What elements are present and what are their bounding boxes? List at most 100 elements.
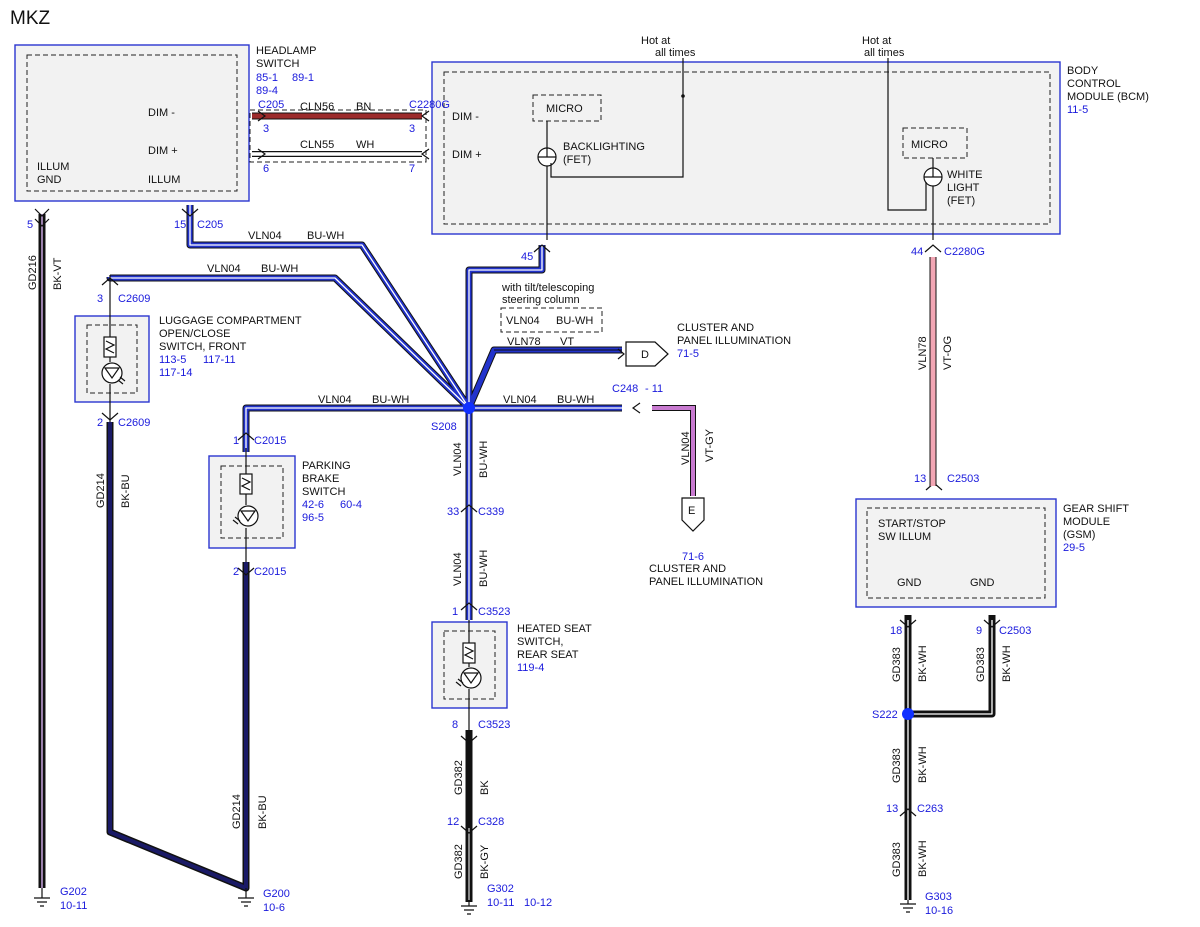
g302-label: G302 (487, 883, 514, 895)
wire-gd383-d-circuit: GD383 (891, 842, 903, 877)
cluster-d-connector (617, 341, 669, 367)
g200-ref: 10-6 (263, 902, 285, 914)
g200-label: G200 (263, 888, 290, 900)
bcm-pin-dim-minus: DIM - (452, 111, 479, 123)
heated-seat-name-1: HEATED SEAT (517, 623, 592, 635)
g303-ref: 10-16 (925, 905, 953, 917)
bcm-hot-2-line-2: all times (864, 47, 905, 59)
pin-44: 44 (911, 246, 923, 258)
c2503-b-label: C2503 (999, 625, 1031, 637)
wire-vln78-gsm-color: VT-OG (942, 336, 954, 370)
wire-vln04-lug-circuit: VLN04 (207, 263, 241, 275)
c2609-b-label: C2609 (118, 417, 150, 429)
headlamp-switch-ref-1: 85-1 (256, 72, 278, 84)
pin-18: 18 (890, 625, 902, 637)
pin-2b: 2 (233, 566, 239, 578)
g302-ref-1: 10-11 (487, 897, 514, 909)
bcm-name-3: MODULE (BCM) (1067, 91, 1149, 103)
cluster-e-name-1: CLUSTER AND (649, 563, 726, 575)
heated-seat-name-3: REAR SEAT (517, 649, 579, 661)
c248-label: C248 (612, 383, 638, 395)
heated-seat-switch (431, 620, 508, 730)
bcm-white-light-1: WHITE (947, 169, 982, 181)
pin-2a: 2 (97, 417, 103, 429)
wire-gd214-a-circuit: GD214 (95, 473, 107, 508)
bcm-backlighting-2: (FET) (563, 154, 591, 166)
page-title: MKZ (10, 8, 51, 29)
c2503-a-label: C2503 (947, 473, 979, 485)
g302-ref-2: 10-12 (524, 897, 552, 909)
splice-s222 (902, 708, 914, 720)
parking-brake-ref-2: 60-4 (340, 499, 362, 511)
wire-vln04-c248-circuit: VLN04 (503, 394, 537, 406)
cluster-e-ref: 71-6 (682, 551, 704, 563)
g202-ref: 10-11 (60, 900, 87, 912)
wire-gd383-c-color: BK-WH (917, 746, 929, 783)
pin-3c: 3 (97, 293, 103, 305)
pin-12: 12 (447, 816, 459, 828)
pin-label-dim-minus: DIM - (148, 107, 175, 119)
wire-gd383-a-circuit: GD383 (891, 647, 903, 682)
c328-label: C328 (478, 816, 504, 828)
wire-vln04-down2-circuit: VLN04 (452, 552, 464, 586)
pin-15: 15 (174, 219, 186, 231)
parking-brake-switch (208, 448, 296, 562)
c263-label: C263 (917, 803, 943, 815)
headlamp-switch-name-1: HEADLAMP (256, 45, 317, 57)
luggage-ref-2: 117-11 (203, 354, 236, 366)
tilt-note-1: with tilt/telescoping (501, 282, 594, 294)
luggage-ref-1: 113-5 (159, 354, 186, 366)
wire-cln56-color: BN (356, 101, 371, 113)
vln04-bu-wh-network (106, 205, 622, 620)
gsm-name-1: GEAR SHIFT (1063, 503, 1129, 515)
headlamp-bcm-harness (249, 109, 430, 163)
luggage-ref-3: 117-14 (159, 367, 192, 379)
pin-8: 8 (452, 719, 458, 731)
c2015-b-label: C2015 (254, 566, 286, 578)
c205-b-label: C205 (197, 219, 223, 231)
c339-label: C339 (478, 506, 504, 518)
luggage-compartment-switch (74, 310, 150, 422)
pin-13a: 13 (914, 473, 926, 485)
wire-cln55-circuit: CLN55 (300, 139, 334, 151)
pin-9: 9 (976, 625, 982, 637)
wire-vln04-lug-color: BU-WH (261, 263, 298, 275)
wire-vln04-down2-color: BU-WH (478, 550, 490, 587)
wire-gd382-b-circuit: GD382 (453, 844, 465, 879)
luggage-name-1: LUGGAGE COMPARTMENT (159, 315, 302, 327)
headlamp-switch: DIM - DIM + ILLUM ILLUM GND (14, 44, 250, 202)
wire-gd382-b-color: BK-GY (479, 844, 491, 879)
wire-vln04-pb-color: BU-WH (372, 394, 409, 406)
pin-label-dim-plus: DIM + (148, 145, 178, 157)
pin-label-gnd: GND (37, 174, 62, 186)
wire-vln78-gsm-circuit: VLN78 (917, 336, 929, 370)
c2609-a-label: C2609 (118, 293, 150, 305)
pin-5: 5 (27, 219, 33, 231)
parking-brake-name-2: BRAKE (302, 473, 339, 485)
wire-gd216-color: BK-VT (52, 257, 64, 290)
pin-label-illum-right: ILLUM (148, 174, 180, 186)
bcm-name-2: CONTROL (1067, 78, 1121, 90)
pin-c248-11: - 11 (645, 383, 663, 395)
headlamp-switch-ref-3: 89-4 (256, 85, 278, 97)
wire-gd382-a-circuit: GD382 (453, 760, 465, 795)
pin-7: 7 (409, 163, 415, 175)
bcm-hot-1-line-1: Hot at (641, 35, 670, 47)
cluster-d-ref: 71-5 (677, 348, 699, 360)
wire-gd214-b-color: BK-BU (257, 795, 269, 829)
headlamp-switch-ref-2: 89-1 (292, 72, 314, 84)
splice-s208-label: S208 (431, 421, 457, 433)
g202-label: G202 (60, 886, 87, 898)
gsm-gnd-1: GND (897, 577, 922, 589)
splice-s208 (463, 402, 475, 414)
gsm-ref: 29-5 (1063, 542, 1085, 554)
parking-brake-ref-1: 42-6 (302, 499, 324, 511)
c2280g-a-label: C2280G (409, 99, 450, 111)
gsm-inner-1: START/STOP (878, 518, 946, 530)
bcm-micro-2: MICRO (911, 139, 948, 151)
wire-cln56-circuit: CLN56 (300, 101, 334, 113)
body-control-module: DIM - DIM + MICRO MICRO BACKLIGHTING (FE… (431, 58, 1061, 240)
cluster-d-name-2: PANEL ILLUMINATION (677, 335, 791, 347)
wire-gd214-b-circuit: GD214 (231, 794, 243, 829)
gear-shift-module (855, 498, 1057, 608)
